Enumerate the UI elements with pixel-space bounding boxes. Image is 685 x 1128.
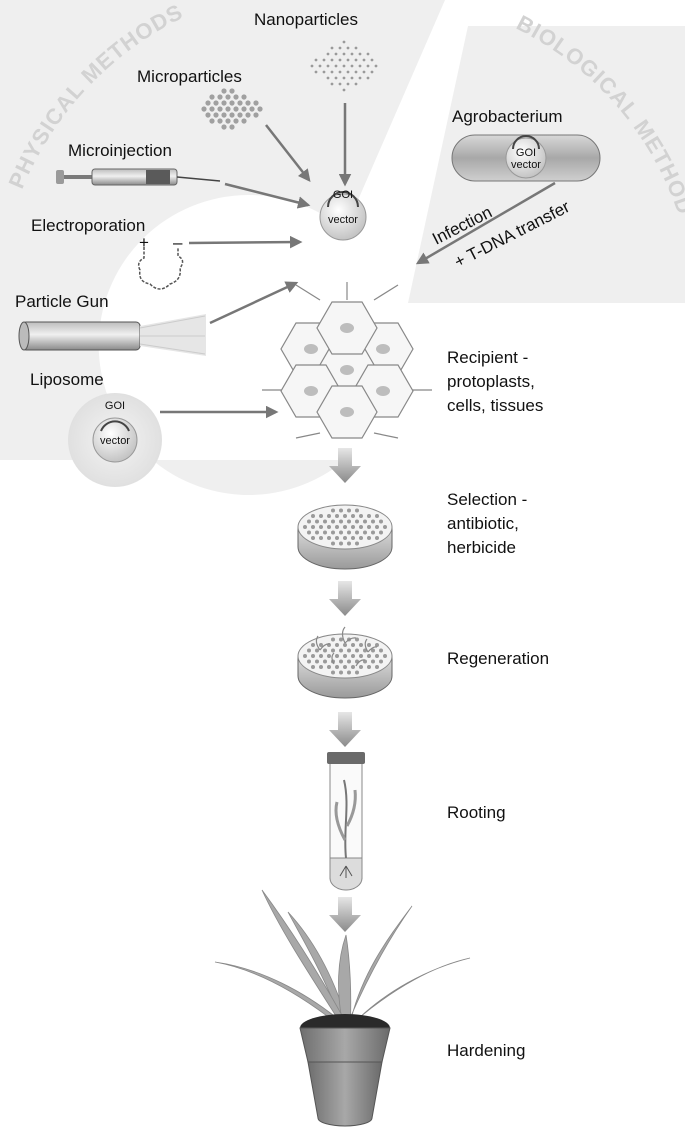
recipient-label-line3: cells, tissues bbox=[447, 396, 543, 415]
nanoparticles-label: Nanoparticles bbox=[254, 10, 358, 29]
microparticles-icon bbox=[201, 88, 263, 130]
rooting-tube-icon bbox=[327, 752, 365, 891]
delivery-arrows bbox=[160, 103, 556, 419]
electroporation-label: Electroporation bbox=[31, 216, 145, 235]
microinjection-label: Microinjection bbox=[68, 141, 172, 160]
nanoparticles-icon bbox=[310, 40, 378, 92]
plant-leaves-icon bbox=[214, 889, 471, 1031]
recipient-cells-icon bbox=[262, 282, 432, 439]
liposome-goi-label: GOI bbox=[105, 400, 125, 412]
hardening-label: Hardening bbox=[447, 1041, 525, 1060]
central-vector-label: vector bbox=[328, 214, 358, 226]
recipient-label-line1: Recipient - bbox=[447, 348, 528, 367]
selection-label-line3: herbicide bbox=[447, 538, 516, 557]
agrobacterium-goi-label: GOI bbox=[516, 147, 536, 159]
particle-gun-label: Particle Gun bbox=[15, 292, 109, 311]
electroporation-minus: – bbox=[173, 233, 183, 252]
liposome-label: Liposome bbox=[30, 370, 104, 389]
selection-label-line2: antibiotic, bbox=[447, 514, 519, 533]
physical-methods-sector bbox=[0, 0, 445, 495]
pot-icon bbox=[299, 1014, 391, 1127]
rooting-label: Rooting bbox=[447, 803, 506, 822]
central-goi-arc bbox=[327, 191, 359, 208]
electroporation-coil-icon bbox=[137, 247, 184, 290]
agrobacterium-vector bbox=[505, 137, 547, 179]
selection-dish-icon bbox=[297, 504, 393, 570]
electroporation-plus: + bbox=[139, 233, 149, 252]
liposome-vector-label: vector bbox=[100, 435, 130, 447]
microparticles-label: Microparticles bbox=[137, 67, 242, 86]
regeneration-dish-icon bbox=[297, 626, 393, 699]
particle-gun-icon bbox=[18, 314, 206, 356]
recipient-label-line2: protoplasts, bbox=[447, 372, 535, 391]
liposome-goi-arc bbox=[100, 420, 130, 432]
agrobacterium-goi-arc bbox=[512, 135, 540, 150]
central-goi-label: GOI bbox=[333, 189, 353, 201]
agrobacterium-label: Agrobacterium bbox=[452, 107, 563, 126]
agrobacterium-vector-label: vector bbox=[511, 159, 541, 171]
regeneration-label: Regeneration bbox=[447, 649, 549, 668]
central-vector bbox=[319, 193, 367, 241]
syringe-icon bbox=[56, 168, 221, 186]
liposome-vector bbox=[92, 417, 138, 463]
selection-label-line1: Selection - bbox=[447, 490, 527, 509]
step-arrows bbox=[329, 448, 361, 932]
